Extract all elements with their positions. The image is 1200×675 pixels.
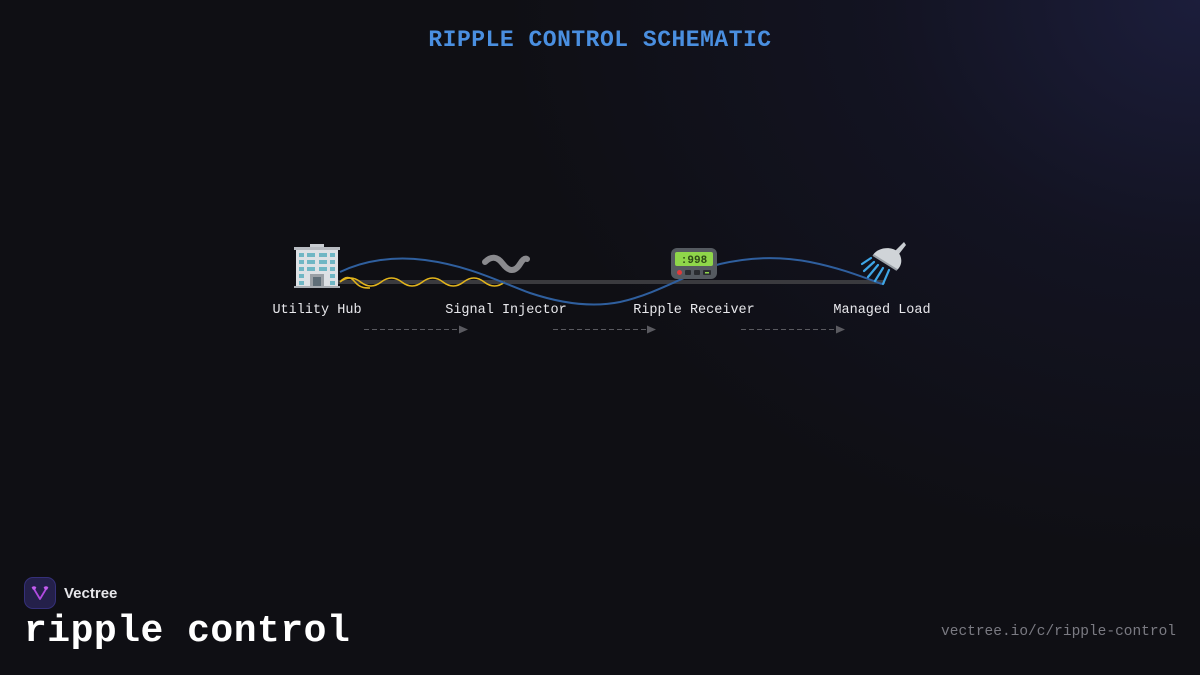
page-title: RIPPLE CONTROL SCHEMATIC xyxy=(428,27,772,53)
flow-arrow xyxy=(553,325,656,334)
carrier-wave xyxy=(339,257,883,306)
shower-icon xyxy=(860,242,906,286)
flow-arrow xyxy=(364,325,468,334)
brand[interactable]: Vectree xyxy=(24,577,117,609)
pager-icon: :998 xyxy=(671,248,717,279)
flow-arrow xyxy=(741,325,845,334)
node-label-signal-injector: Signal Injector xyxy=(445,303,567,318)
node-label-managed-load: Managed Load xyxy=(833,303,931,318)
page-url[interactable]: vectree.io/c/ripple-control xyxy=(941,624,1176,640)
node-label-utility-hub: Utility Hub xyxy=(272,303,362,318)
brand-name: Vectree xyxy=(64,584,118,602)
topic-title: ripple control xyxy=(24,610,351,653)
office-building-icon xyxy=(294,244,340,288)
wavy-dash-icon xyxy=(482,254,530,273)
vectree-logo-icon xyxy=(24,577,56,609)
node-label-ripple-receiver: Ripple Receiver xyxy=(633,303,755,318)
ripple-signal-wave xyxy=(339,276,506,289)
svg-text::998: :998 xyxy=(681,255,708,267)
